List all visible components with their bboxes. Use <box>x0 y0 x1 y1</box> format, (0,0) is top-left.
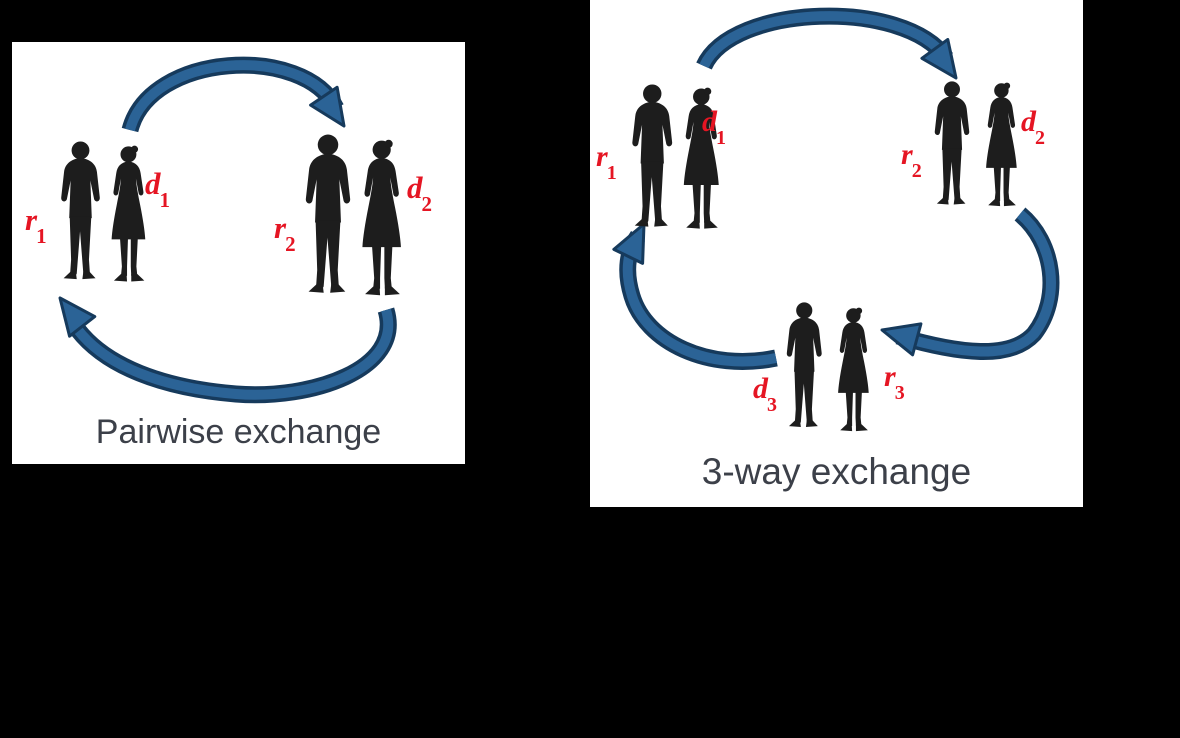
pairwise-exchange-panel: r1 d1 r2 d2 Pairwise exchange <box>12 42 465 464</box>
woman-silhouette-icon <box>111 145 146 282</box>
man-silhouette-icon <box>632 84 673 227</box>
pairwise-caption: Pairwise exchange <box>95 413 382 451</box>
woman-silhouette-icon <box>362 139 401 296</box>
curved-arrow-left-icon <box>612 215 778 370</box>
label-r3: r3 <box>884 360 905 404</box>
label-d3: d3 <box>753 372 777 416</box>
man-silhouette-icon <box>786 302 822 427</box>
three-way-caption: 3-way exchange <box>701 451 972 492</box>
man-silhouette-icon <box>934 81 970 205</box>
label-d2: d2 <box>407 170 432 217</box>
label-r2: r2 <box>274 210 296 257</box>
curved-arrow-bottom-icon <box>45 286 397 404</box>
label-r1: r1 <box>25 202 47 249</box>
label-d1: d1 <box>702 105 726 149</box>
curved-arrow-right-icon <box>876 207 1060 361</box>
label-d2: d2 <box>1021 105 1045 149</box>
three-way-exchange-panel: r1 d1 r2 d2 d3 r3 3-way exchange <box>590 0 1083 507</box>
woman-silhouette-icon <box>986 82 1017 207</box>
woman-silhouette-icon <box>838 307 869 432</box>
man-silhouette-icon <box>61 141 100 280</box>
pairwise-exchange-diagram <box>45 56 401 404</box>
label-r2: r2 <box>901 138 922 182</box>
curved-arrow-top-icon <box>696 7 971 89</box>
curved-arrow-top-icon <box>121 56 359 137</box>
label-r1: r1 <box>596 140 617 184</box>
three-way-exchange-diagram <box>612 7 1060 432</box>
label-d1: d1 <box>145 166 170 213</box>
man-silhouette-icon <box>305 134 351 293</box>
